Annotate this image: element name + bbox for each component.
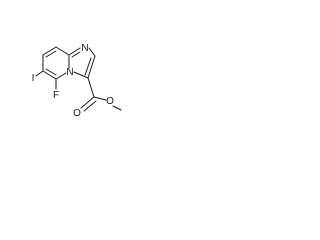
bond-c2-c3-inner xyxy=(84,57,92,76)
bond-c8a-n1 xyxy=(68,47,81,56)
bond-c6-c5 xyxy=(42,70,57,80)
bond-ccarbonyl-o-double xyxy=(80,96,95,109)
atom-n-bridgehead: N xyxy=(66,67,73,78)
bond-c2-c3 xyxy=(87,55,96,79)
molecule-diagram: N N F I O O xyxy=(0,0,152,152)
bond-c3-ccarbonyl xyxy=(87,77,95,98)
atom-iodine: I xyxy=(32,73,35,84)
bond-c8-c7-inner xyxy=(45,50,57,58)
bond-c6-c5-inner xyxy=(45,68,57,76)
bond-c6-i xyxy=(35,70,44,77)
bond-c3-n4 xyxy=(73,71,89,79)
atom-fluorine: F xyxy=(53,90,59,101)
bond-ccarbonyl-o-double-2 xyxy=(83,100,97,112)
bond-n1-c2 xyxy=(88,47,96,57)
bond-c8a-n1-inner xyxy=(71,51,81,58)
bond-c8a-c8 xyxy=(55,46,70,56)
atom-n-imidazole: N xyxy=(81,43,88,54)
bond-ccarbonyl-o-ester xyxy=(93,96,107,101)
structure-svg: N N F I O O xyxy=(32,43,122,119)
atom-oxygen-ester: O xyxy=(106,96,114,107)
bond-o-methyl xyxy=(112,105,122,111)
bond-c5-n4 xyxy=(55,72,67,80)
bond-c8-c7 xyxy=(42,46,57,56)
atom-oxygen-carbonyl: O xyxy=(73,108,81,119)
